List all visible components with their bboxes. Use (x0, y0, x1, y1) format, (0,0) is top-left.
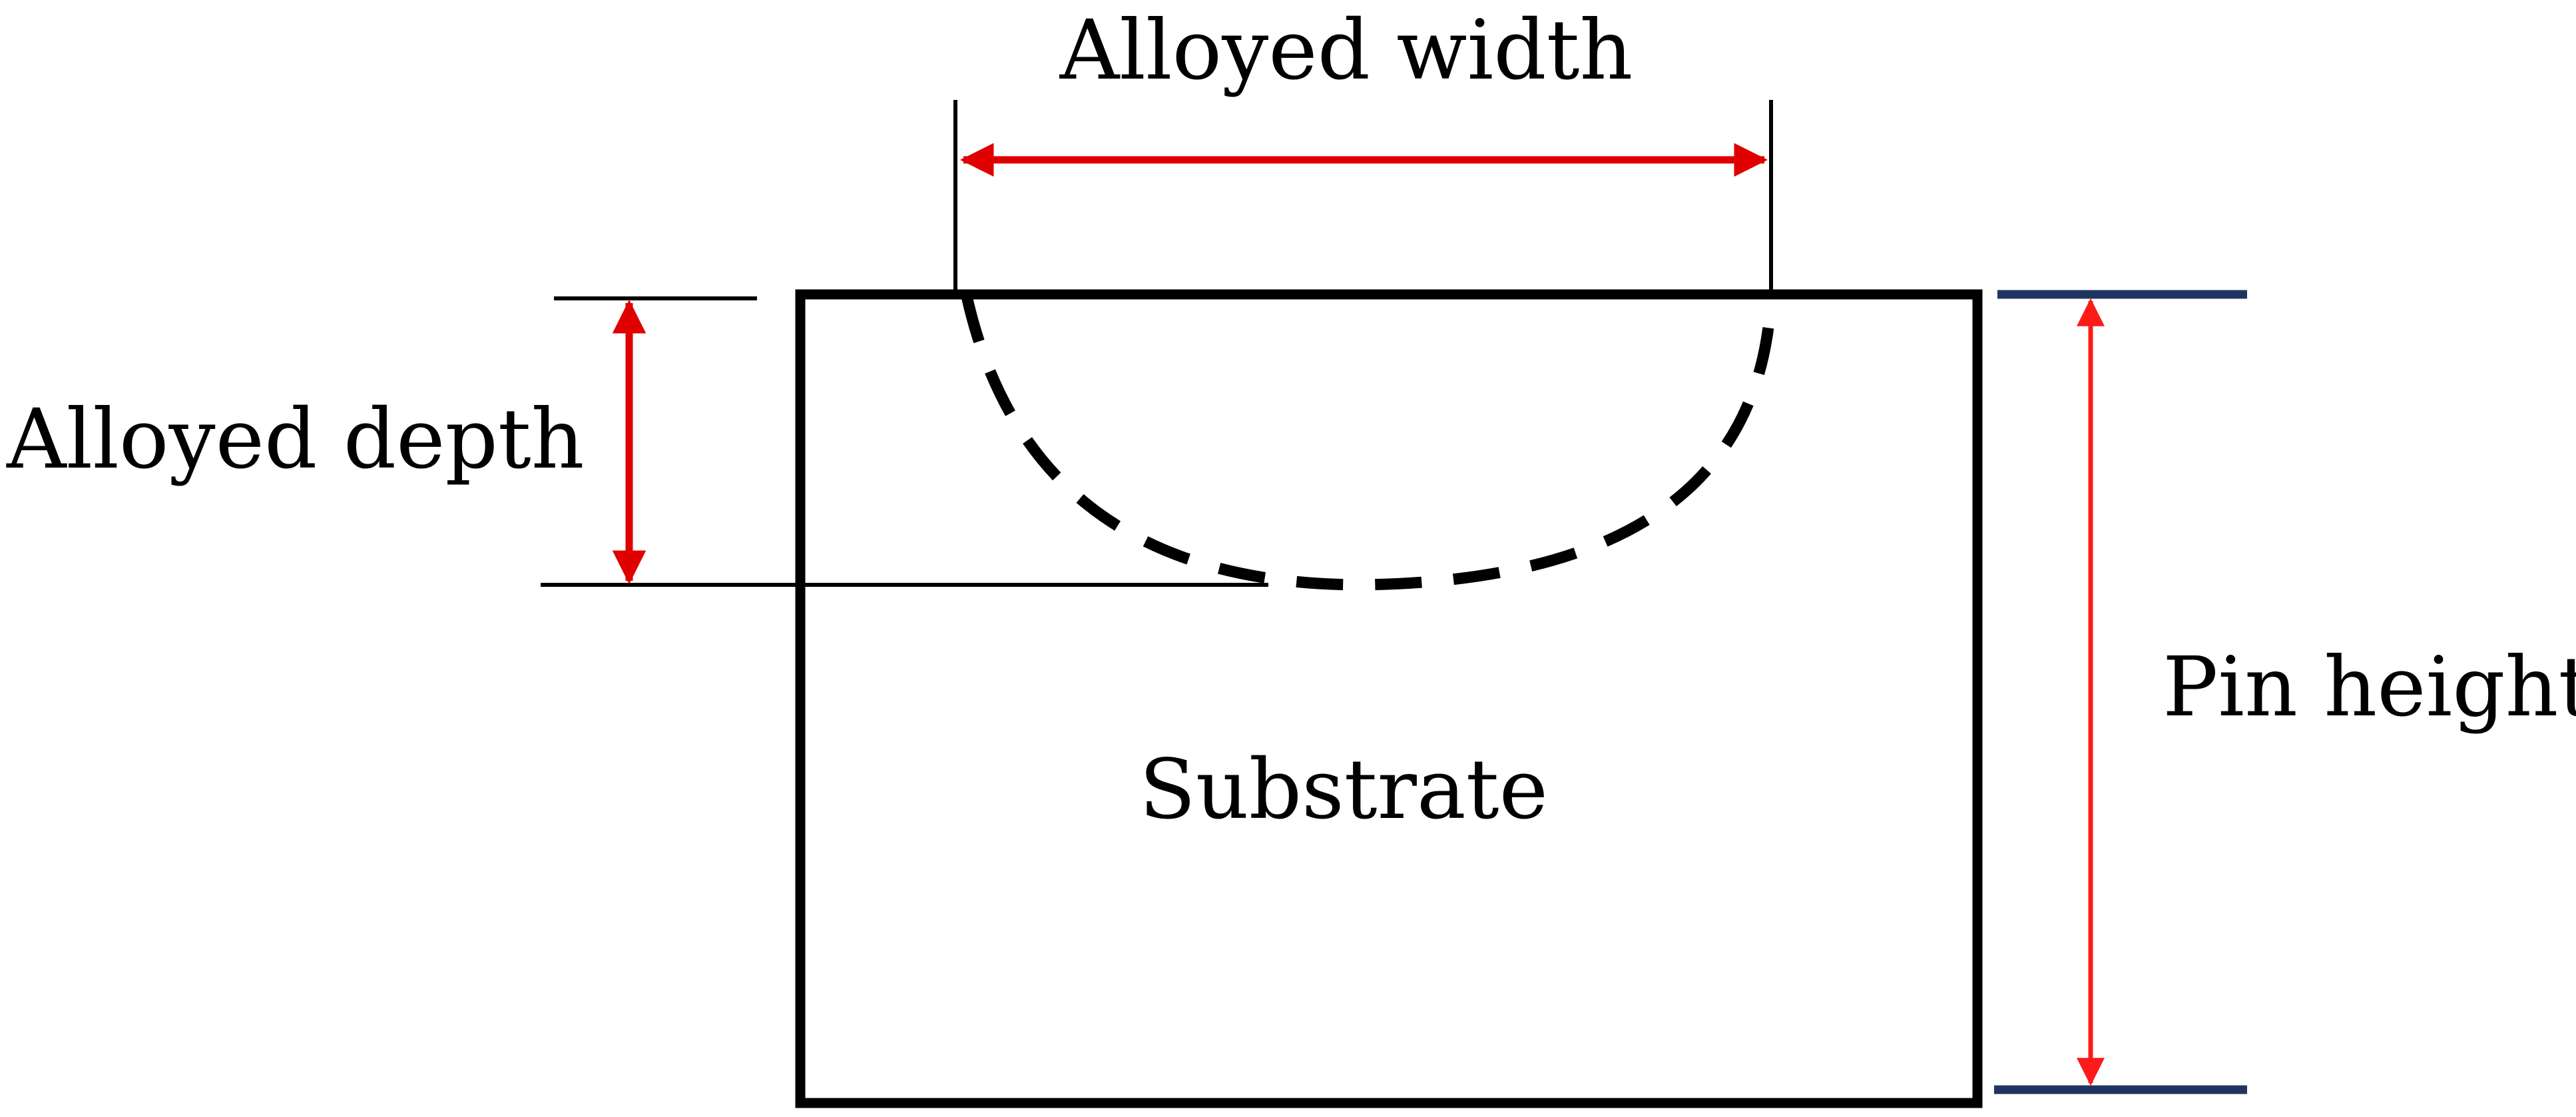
alloyed-width-label: Alloyed width (1059, 3, 1633, 99)
alloyed-depth-label: Alloyed depth (6, 392, 585, 488)
pin-height-label: Pin height (2163, 639, 2576, 735)
substrate-label: Substrate (1139, 742, 1548, 838)
alloyed-zone-boundary (961, 295, 1777, 591)
substrate-block (795, 289, 1983, 1108)
